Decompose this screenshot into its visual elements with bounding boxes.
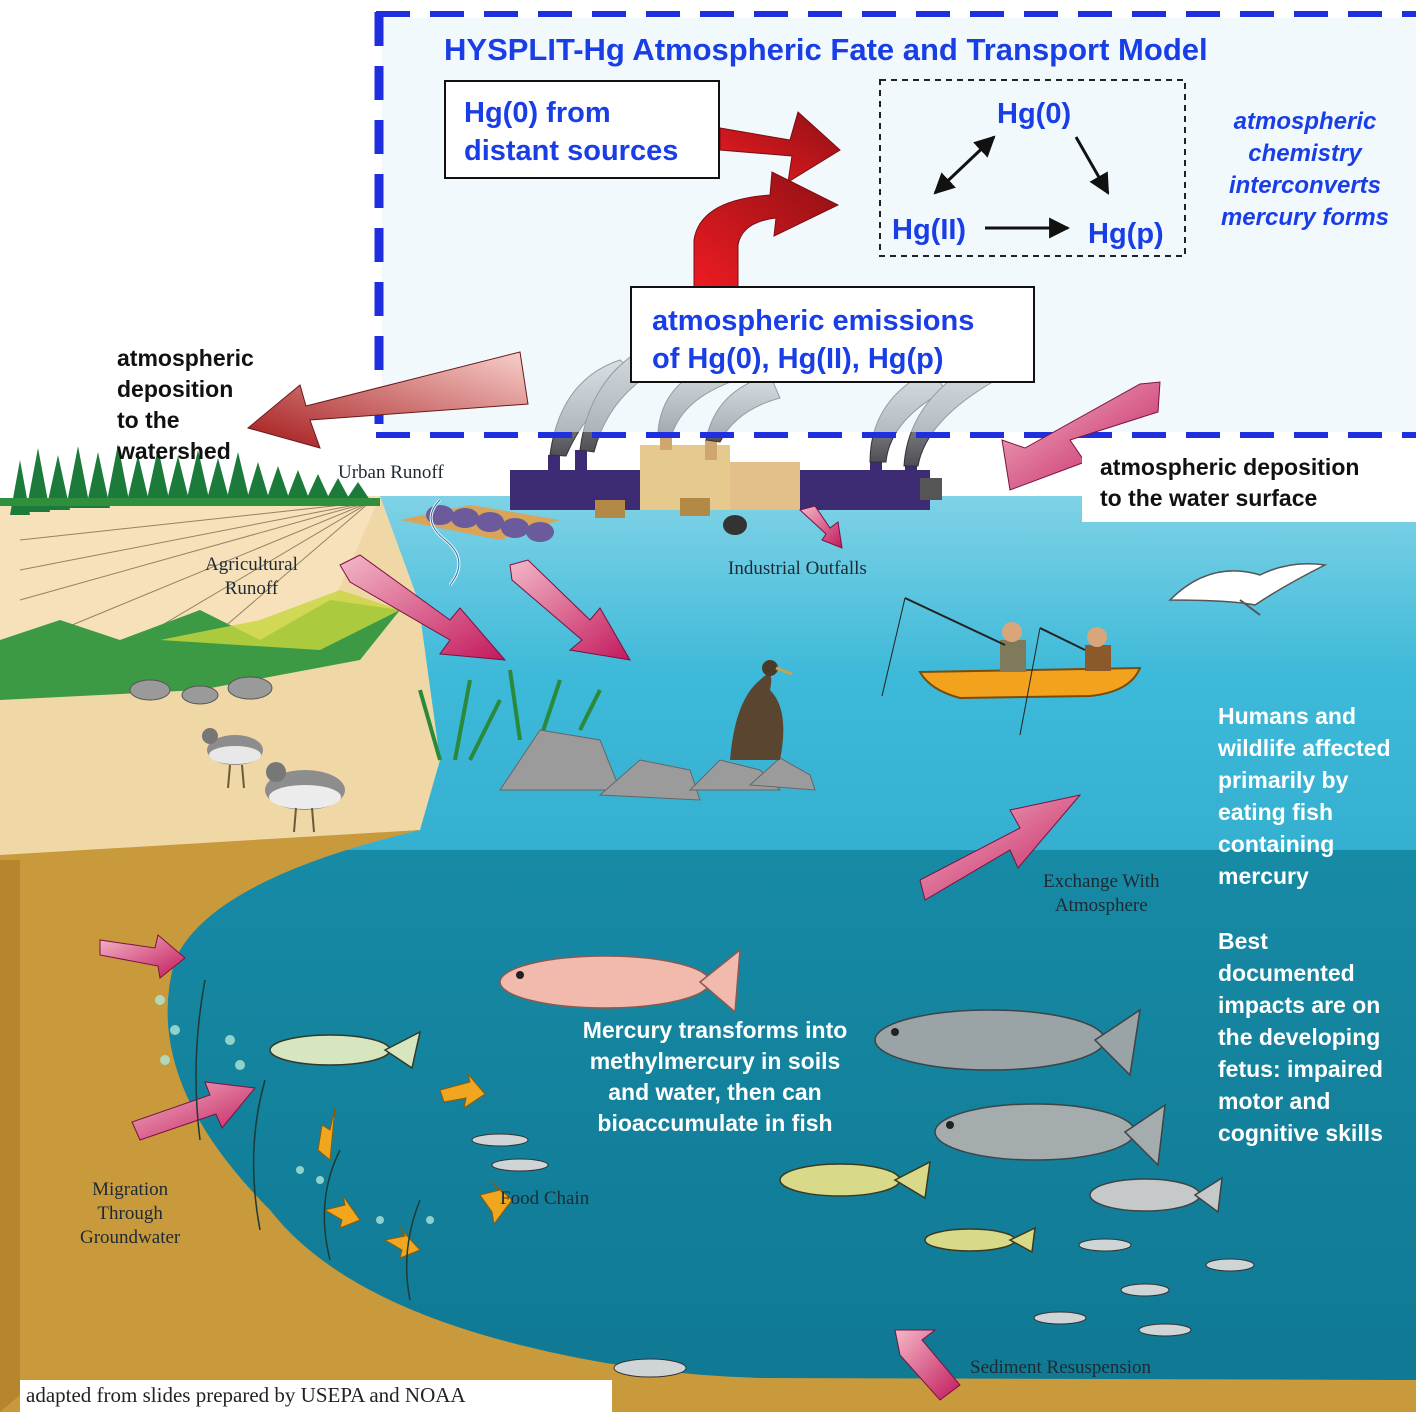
industrial-outfalls-label: Industrial Outfalls [728,558,867,580]
distant-sources-box: Hg(0) from distant sources [444,80,720,179]
species-hgp: Hg(p) [1088,218,1164,251]
species-hg0: Hg(0) [997,98,1071,131]
model-title: HYSPLIT-Hg Atmospheric Fate and Transpor… [444,32,1208,68]
chemistry-note: atmospheric chemistry interconverts merc… [1205,106,1405,234]
emissions-box: atmospheric emissions of Hg(0), Hg(II), … [630,286,1035,383]
credit-text: adapted from slides prepared by USEPA an… [26,1383,466,1408]
urban-runoff-label: Urban Runoff [338,462,444,484]
deposition-water-label: atmospheric deposition to the water surf… [1100,452,1359,514]
food-chain-label: Food Chain [500,1188,589,1210]
exchange-label: Exchange With Atmosphere [1043,870,1160,918]
migration-label: Migration Through Groundwater [80,1178,180,1250]
impacts-note: Best documented impacts are on the devel… [1218,925,1383,1149]
agricultural-runoff-label: Agricultural Runoff [205,553,298,601]
humans-note: Humans and wildlife affected primarily b… [1218,700,1391,892]
sediment-label: Sediment Resuspension [970,1357,1151,1379]
emissions-text: atmospheric emissions of Hg(0), Hg(II), … [652,302,974,378]
methylation-note: Mercury transforms into methylmercury in… [545,1015,885,1139]
distant-sources-text: Hg(0) from distant sources [464,94,678,170]
species-hg2: Hg(II) [892,214,966,247]
deposition-watershed-label: atmospheric deposition to the watershed [117,343,254,467]
